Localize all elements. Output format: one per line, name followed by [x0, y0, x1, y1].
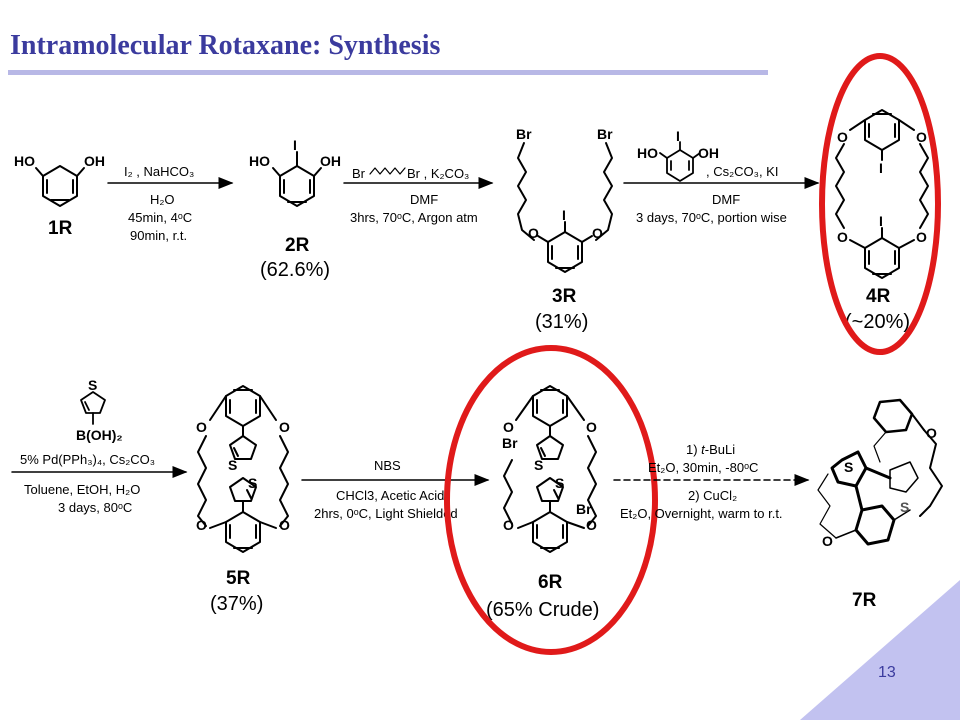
atom-i-reagent: I — [676, 128, 680, 144]
atom-s-6r-bottom: S — [555, 475, 564, 491]
step1-solvent: H₂O — [150, 192, 175, 207]
atom-s-5r-bottom: S — [248, 475, 257, 491]
atom-br-6r-bottom: Br — [576, 501, 592, 517]
atom-o-6r-tl: O — [503, 419, 514, 435]
compound-yield-3r: (31%) — [535, 311, 588, 333]
step6-line4: Et₂O, Overnight, warm to r.t. — [620, 506, 783, 521]
boronic-acid-label: B(OH)₂ — [76, 427, 123, 443]
compound-6r-structure — [503, 385, 597, 553]
step5-conditions: 2hrs, 0ᵒC, Light Shielded — [314, 506, 458, 521]
compound-label-3r: 3R — [552, 286, 577, 307]
compound-1r-structure — [35, 165, 85, 207]
atom-ho-reagent: HO — [637, 145, 658, 161]
corner-decoration — [800, 580, 960, 720]
step4-conditions: 3 days, 80ᵒC — [58, 500, 132, 515]
atom-o-4r-tl: O — [837, 129, 848, 145]
atom-o-3r-left: O — [528, 225, 539, 241]
atom-s-7r-back: S — [900, 499, 909, 515]
compound-yield-4r: (~20%) — [845, 311, 910, 333]
page-number: 13 — [878, 664, 896, 681]
compound-3r-structure — [517, 142, 613, 273]
atom-i-3r: I — [562, 207, 566, 223]
atom-o-5r-tl: O — [196, 419, 207, 435]
compound-label-6r: 6R — [538, 572, 563, 593]
alkyl-chain-glyph — [369, 167, 406, 175]
compound-label-5r: 5R — [226, 568, 251, 589]
atom-s-6r-top: S — [534, 457, 543, 473]
step2-conditions: 3hrs, 70ᵒC, Argon atm — [350, 210, 478, 225]
atom-o-6r-bl: O — [503, 517, 514, 533]
highlight-circle-4r — [819, 53, 941, 355]
step1-time2: 90min, r.t. — [130, 228, 187, 243]
atom-o-5r-br: O — [279, 517, 290, 533]
step5-solvent: CHCl3, Acetic Acid — [336, 488, 444, 503]
compound-2r-structure — [272, 151, 322, 207]
compound-yield-2r: (62.6%) — [260, 259, 330, 281]
step1-reagents: I₂ , NaHCO₃ — [124, 164, 194, 179]
atom-oh-reagent: OH — [698, 145, 719, 161]
atom-o-6r-br: O — [586, 517, 597, 533]
compound-yield-6r: (65% Crude) — [486, 599, 599, 621]
atom-br-3r-right: Br — [597, 126, 613, 142]
step1-time1: 45min, 4ᵒC — [128, 210, 192, 225]
compound-4r-structure — [835, 109, 929, 279]
step4-solvent: Toluene, EtOH, H₂O — [24, 482, 140, 497]
compound-label-2r: 2R — [285, 235, 310, 256]
step6-line1: 1) t-BuLi — [686, 442, 735, 457]
compound-label-4r: 4R — [866, 286, 891, 307]
step4-catalyst: 5% Pd(PPh₃)₄, Cs₂CO₃ — [20, 452, 155, 467]
atom-ho-1r: HO — [14, 153, 35, 169]
step2-solvent: DMF — [410, 192, 438, 207]
atom-o-4r-tr: O — [916, 129, 927, 145]
atom-o-7r-bottom: O — [822, 533, 833, 549]
step3-conditions: 3 days, 70ᵒC, portion wise — [636, 210, 787, 225]
atom-o-7r-top: O — [926, 425, 937, 441]
atom-o-5r-tr: O — [279, 419, 290, 435]
atom-br-6r-top: Br — [502, 435, 518, 451]
atom-s-5r-top: S — [228, 457, 237, 473]
compound-label-1r: 1R — [48, 218, 73, 239]
atom-oh-1r: OH — [84, 153, 105, 169]
step3-reagents: , Cs₂CO₃, KI — [706, 164, 778, 179]
step6-line2: Et₂O, 30min, -80ᵒC — [648, 460, 758, 475]
atom-ho-2r: HO — [249, 153, 270, 169]
atom-s-7r-front: S — [844, 459, 853, 475]
title-underline — [8, 70, 768, 75]
compound-yield-5r: (37%) — [210, 593, 263, 615]
atom-oh-2r: OH — [320, 153, 341, 169]
atom-o-4r-bl: O — [837, 229, 848, 245]
compound-7r-structure — [817, 398, 943, 546]
highlight-circle-6r — [444, 345, 658, 655]
atom-o-5r-bl: O — [196, 517, 207, 533]
catechol-reagent-structure — [659, 141, 701, 182]
atom-i-4r-top: I — [879, 160, 883, 176]
compound-5r-structure — [197, 385, 289, 553]
step3-solvent: DMF — [712, 192, 740, 207]
atom-i-4r-bottom: I — [879, 213, 883, 229]
thiophene-boronic-acid-structure — [80, 391, 106, 425]
atom-i-2r: I — [293, 137, 297, 153]
step2-reagents-b: Br , K₂CO₃ — [407, 166, 469, 181]
atom-o-6r-tr: O — [586, 419, 597, 435]
step5-reagent: NBS — [374, 458, 401, 473]
step2-reagents: Br — [352, 166, 366, 181]
atom-s-boronic: S — [88, 377, 97, 393]
atom-o-3r-right: O — [592, 225, 603, 241]
atom-o-4r-br: O — [916, 229, 927, 245]
step6-line3: 2) CuCl₂ — [688, 488, 737, 503]
slide-title: Intramolecular Rotaxane: Synthesis — [10, 30, 441, 61]
atom-br-3r-left: Br — [516, 126, 532, 142]
